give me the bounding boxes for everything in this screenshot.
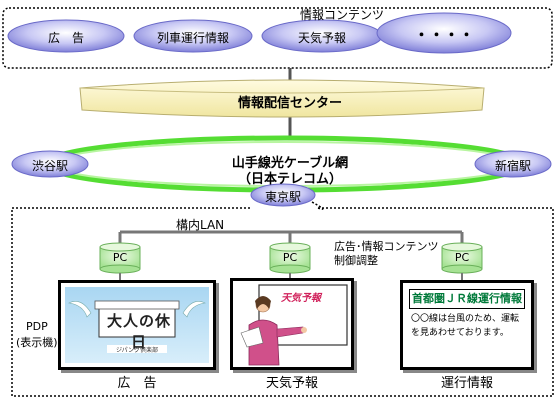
operation-message: 〇〇線は台風のため、運転を見あわせております。 <box>411 314 520 338</box>
pc-right <box>441 242 483 274</box>
station-tokyo <box>250 183 316 207</box>
ring-subtitle: （日本テレコム） <box>237 172 342 187</box>
contents-box <box>2 7 553 69</box>
weather-visual <box>240 284 348 366</box>
station-shinjuku <box>474 150 552 178</box>
operation-header: 首都圏ＪＲ線運行情報 <box>409 289 525 309</box>
caption-operation: 運行情報 <box>440 376 493 391</box>
oval-ad <box>7 19 125 53</box>
oval-weather-label: 天気予報 <box>297 31 346 45</box>
screen-weather: 天気予報 <box>230 278 354 370</box>
weather-board-text: 天気予報 <box>281 293 321 304</box>
oval-train-info-label: 列車運行情報 <box>156 31 229 45</box>
screen-operation: 首都圏ＪＲ線運行情報 〇〇線は台風のため、運転を見あわせております。 <box>400 280 534 370</box>
pc-center-label: PC <box>282 251 298 264</box>
lan-label: 構内LAN <box>176 218 225 232</box>
ad-visual <box>65 287 209 363</box>
pc-right-label: PC <box>454 251 470 264</box>
oval-more-label: ・・・・ <box>413 26 474 44</box>
pdp-label-line1: PDP <box>26 320 48 333</box>
ad-sign-sub: ジパング倶楽部 <box>116 347 158 354</box>
oval-train-info <box>133 19 253 53</box>
pdp-label-line2: (表示機) <box>16 336 58 349</box>
ad-sign-text: 大人の休日 <box>106 312 171 351</box>
pc-left-label: PC <box>112 251 128 264</box>
center-label: 情報配信センター <box>237 96 342 111</box>
station-tokyo-label: 東京駅 <box>264 190 301 204</box>
oval-more <box>376 12 512 54</box>
center-cylinder <box>79 79 485 118</box>
station-shinjuku-label: 新宿駅 <box>494 159 531 173</box>
pc-center <box>269 242 311 274</box>
station-shibuya <box>11 150 89 178</box>
caption-weather: 天気予報 <box>265 376 318 391</box>
lan-box <box>11 207 554 397</box>
caption-ad: 広 告 <box>117 376 157 391</box>
pc-left <box>99 242 141 274</box>
station-shibuya-label: 渋谷駅 <box>31 159 68 173</box>
contents-group-label: 情報コンテンツ <box>300 8 385 22</box>
oval-ad-label: 広 告 <box>47 31 84 45</box>
control-note-line1: 広告･情報コンテンツ <box>334 240 439 253</box>
screen-ad: 大人の休日 ジパング倶楽部 <box>58 280 216 370</box>
control-note-line2: 制御調整 <box>334 254 378 267</box>
ring-title: 山手線光ケーブル網 <box>231 156 349 171</box>
